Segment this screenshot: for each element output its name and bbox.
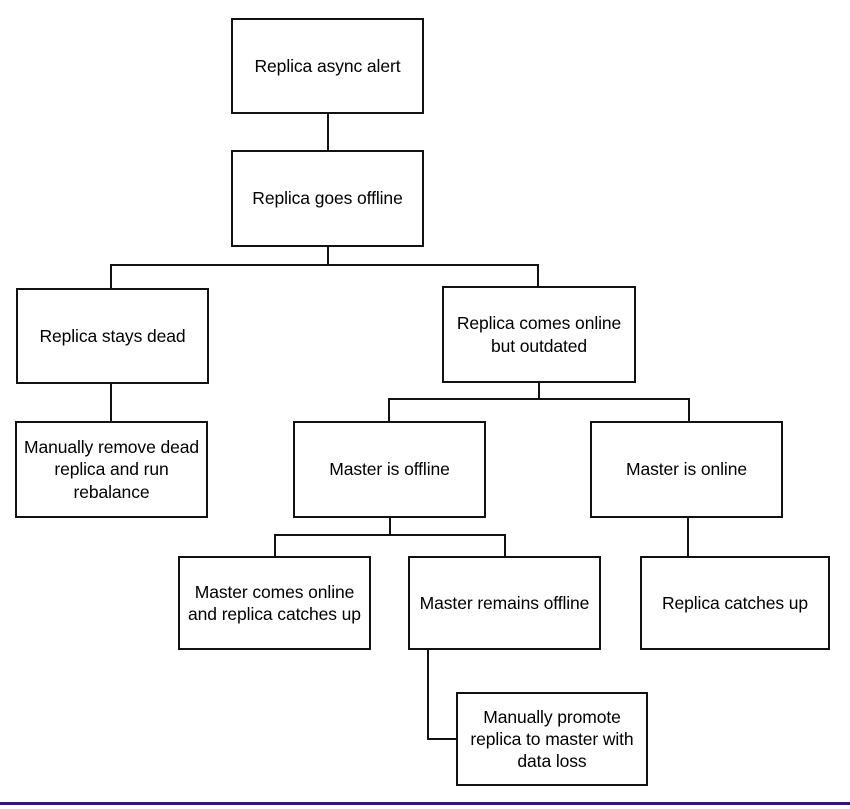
edge-offline-to-stays-dead [110,264,113,288]
node-master-comes-online-and-replica-catches-up[interactable]: Master comes online and replica catches … [178,556,371,650]
edge-offline-bus [110,264,539,267]
node-label: Replica async alert [254,55,401,76]
node-label: Manually promote replica to master with … [470,706,634,772]
footer-divider [0,802,850,805]
edge-master-offline-bus [274,534,506,537]
node-master-is-online[interactable]: Master is online [590,421,783,518]
edge-offline-stem [326,247,329,266]
node-replica-comes-online-but-outdated[interactable]: Replica comes online but outdated [442,286,636,383]
node-replica-catches-up[interactable]: Replica catches up [640,556,830,650]
node-replica-async-alert[interactable]: Replica async alert [231,18,424,114]
edge-alert-to-offline [326,114,329,150]
node-master-remains-offline[interactable]: Master remains offline [408,556,601,650]
edge-remains-offline-drop [427,650,430,740]
node-label: Replica goes offline [252,188,403,209]
edge-master-offline-to-comes-online [274,534,277,556]
node-label: Replica stays dead [39,325,186,346]
node-master-is-offline[interactable]: Master is offline [293,421,486,518]
node-label: Master is online [626,459,747,480]
node-label: Replica catches up [661,592,809,613]
edge-stays-dead-to-remove [110,384,113,421]
node-label: Manually remove dead replica and run reb… [23,437,200,502]
node-label: Master comes online and replica catches … [188,581,361,624]
edge-remains-offline-to-promote [427,738,458,741]
node-label: Replica comes online but outdated [456,313,622,356]
node-label: Master is offline [329,459,450,480]
edge-master-offline-to-remains-offline [504,534,507,556]
edge-master-offline-stem [389,518,392,536]
edge-comes-online-to-master-offline [388,398,391,421]
edge-offline-to-comes-online [537,264,540,286]
edge-master-online-to-catches-up [687,518,690,556]
node-manually-promote-replica-to-master[interactable]: Manually promote replica to master with … [456,692,648,786]
node-manually-remove-dead-replica[interactable]: Manually remove dead replica and run reb… [15,421,208,518]
node-replica-goes-offline[interactable]: Replica goes offline [231,150,424,247]
node-label: Master remains offline [419,592,590,613]
edge-comes-online-to-master-online [688,398,691,421]
edge-comes-online-stem [538,383,541,400]
node-replica-stays-dead[interactable]: Replica stays dead [16,288,209,384]
edge-comes-online-bus [388,398,690,401]
